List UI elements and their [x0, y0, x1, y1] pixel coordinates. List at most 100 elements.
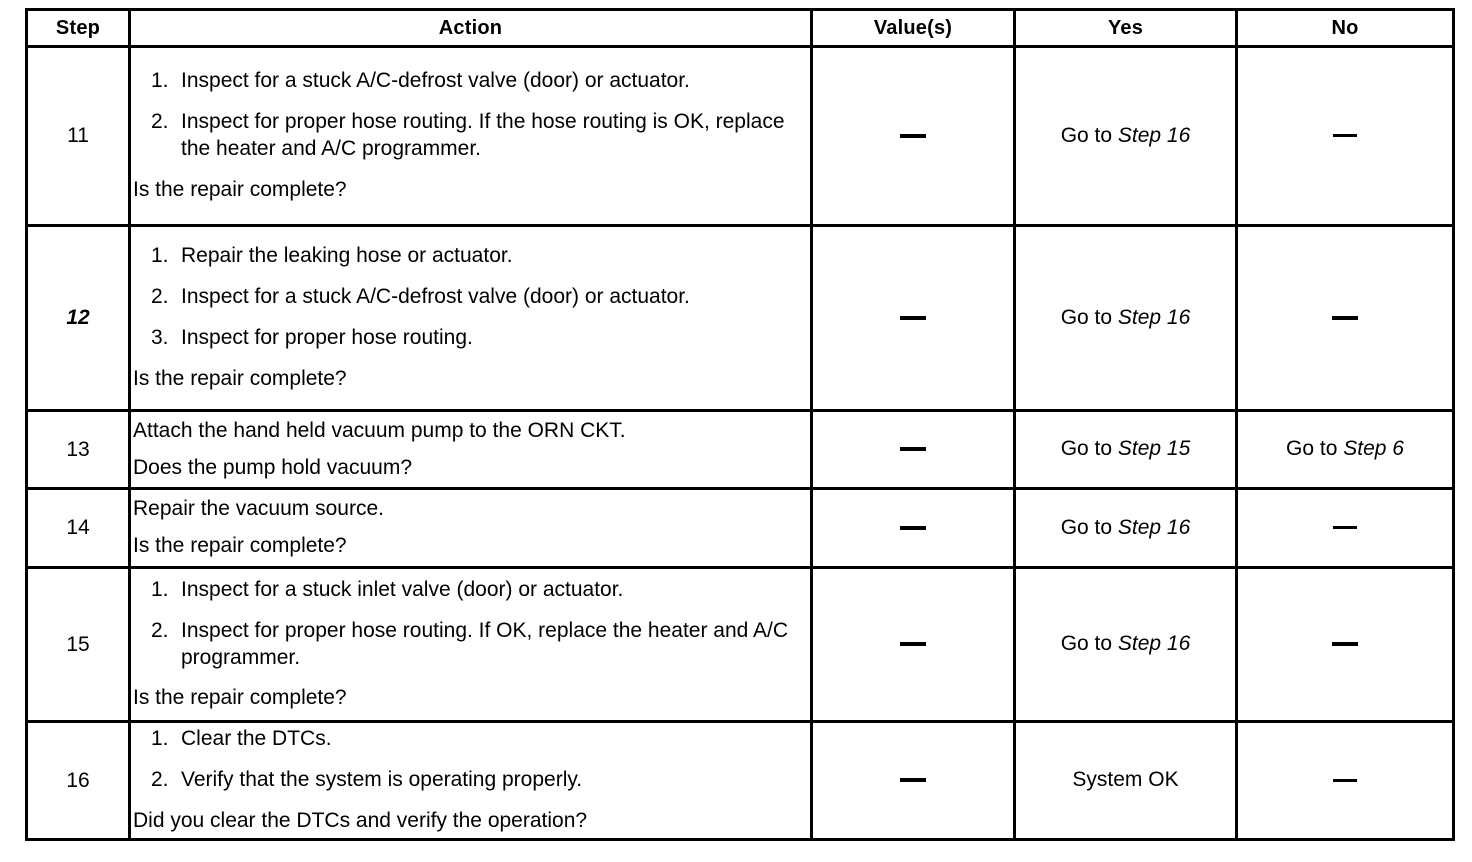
em-dash-icon — [900, 133, 926, 138]
action-step-list: 1. Clear the DTCs. 2.Verify that the syste… — [131, 726, 810, 794]
no-cell — [1235, 720, 1455, 841]
step-number: 12 — [66, 306, 90, 330]
value-cell — [810, 720, 1016, 841]
yes-goto-prefix: Go to — [1060, 437, 1118, 461]
action-cell: 1.Inspect for a stuck A/C-defrost valve … — [128, 45, 813, 227]
action-step-number: 2. — [151, 618, 169, 642]
action-step-number: 1. — [151, 244, 169, 268]
yes-goto-prefix: Go to — [1060, 305, 1118, 329]
table-row: 12 1. Repair the leaking hose or actuator.… — [25, 224, 1455, 412]
table-row: 14 Repair the vacuum source. Is the repair… — [25, 487, 1455, 569]
action-question: Is the repair complete? — [133, 366, 347, 390]
value-cell — [810, 566, 1016, 723]
value-cell — [810, 45, 1016, 227]
action-step-text: Inspect for proper hose routing. If the … — [181, 110, 785, 160]
em-dash-icon — [1332, 315, 1358, 320]
action-question: Is the repair complete? — [133, 177, 347, 201]
step-number-cell: 14 — [25, 487, 131, 569]
column-header-yes: Yes — [1013, 8, 1238, 48]
table-header: Step Action Value(s) Yes No — [25, 8, 1455, 48]
action-step-number: 2. — [151, 768, 169, 792]
yes-goto-target[interactable]: Step 16 — [1117, 305, 1191, 329]
step-number: 16 — [66, 768, 90, 792]
step-number-cell: 16 — [25, 720, 131, 841]
yes-goto-target[interactable]: Step 16 — [1117, 123, 1191, 147]
column-header-value: Value(s) — [810, 8, 1016, 48]
action-step-number: 1. — [151, 727, 169, 751]
action-line: Is the repair complete? — [133, 534, 347, 557]
action-question: Did you clear the DTCs and verify the op… — [133, 808, 588, 832]
action-cell: Attach the hand held vacuum pump to the … — [128, 409, 813, 490]
action-step-text: Inspect for a stuck inlet valve (door) o… — [181, 577, 624, 601]
no-cell: Go to Step 6 — [1235, 409, 1455, 490]
no-goto-target[interactable]: Step 6 — [1343, 437, 1404, 461]
action-step-text: Repair the leaking hose or actuator. — [181, 244, 513, 268]
table-row: 11 1.Inspect for a stuck A/C-defrost valv… — [25, 45, 1455, 227]
em-dash-icon — [900, 447, 926, 452]
yes-goto-target[interactable]: Step 15 — [1117, 437, 1191, 461]
no-goto-prefix: Go to — [1286, 437, 1344, 461]
yes-cell: Go to Step 16 — [1013, 45, 1238, 227]
yes-cell: Go to Step 16 — [1013, 487, 1238, 569]
em-dash-icon — [1332, 642, 1358, 647]
action-step-list: 1.Inspect for a stuck A/C-defrost valve … — [131, 68, 810, 163]
action-line: Does the pump hold vacuum? — [133, 455, 412, 479]
step-number-cell: 12 — [25, 224, 131, 412]
action-step-item: 2.Verify that the system is operating pr… — [131, 767, 810, 794]
em-dash-icon — [900, 525, 926, 530]
no-cell — [1235, 224, 1455, 412]
no-cell — [1235, 566, 1455, 723]
column-header-no: No — [1235, 8, 1455, 48]
step-number-cell: 13 — [25, 409, 131, 490]
yes-cell: Go to Step 16 — [1013, 566, 1238, 723]
yes-goto-prefix: Go to — [1060, 123, 1118, 147]
step-number-cell: 11 — [25, 45, 131, 227]
em-dash-icon — [1333, 778, 1357, 782]
yes-result-text: System OK — [1072, 768, 1179, 792]
em-dash-icon — [1333, 134, 1357, 138]
action-step-item: 1. Clear the DTCs. — [131, 726, 810, 753]
action-cell: 1. Repair the leaking hose or actuator. 2.… — [128, 224, 813, 412]
column-header-step: Step — [25, 8, 131, 48]
table-row: 16 1. Clear the DTCs. 2.Verify that the sys… — [25, 720, 1455, 841]
yes-goto-target[interactable]: Step 16 — [1117, 515, 1191, 539]
action-step-item: 3. Inspect for proper hose routing. — [131, 325, 810, 352]
action-step-list: 1. Repair the leaking hose or actuator. 2.… — [131, 243, 810, 352]
action-step-list: 1. Inspect for a stuck inlet valve (door)… — [131, 577, 810, 672]
step-number: 14 — [66, 516, 90, 540]
action-step-item: 1. Repair the leaking hose or actuator. — [131, 243, 810, 270]
action-step-text: Inspect for a stuck A/C-defrost valve (d… — [181, 285, 690, 309]
em-dash-icon — [900, 642, 926, 647]
em-dash-icon — [900, 315, 926, 320]
action-cell: 1. Inspect for a stuck inlet valve (door)… — [128, 566, 813, 723]
step-number: 15 — [66, 632, 90, 656]
step-number: 11 — [67, 124, 89, 148]
action-step-item: 1.Inspect for a stuck A/C-defrost valve … — [131, 68, 810, 95]
action-line: Repair the vacuum source. — [133, 497, 384, 521]
action-line: Attach the hand held vacuum pump to the … — [133, 418, 626, 442]
yes-cell: Go to Step 15 — [1013, 409, 1238, 490]
header-row: Step Action Value(s) Yes No — [25, 8, 1455, 48]
yes-cell: System OK — [1013, 720, 1238, 841]
action-step-item: 2.Inspect for proper hose routing. If OK… — [131, 618, 810, 672]
action-step-text: Clear the DTCs. — [181, 727, 332, 751]
yes-goto-target[interactable]: Step 16 — [1117, 632, 1191, 656]
action-step-number: 1. — [151, 577, 169, 601]
action-step-number: 2. — [151, 110, 169, 134]
action-step-number: 1. — [151, 69, 169, 93]
yes-cell: Go to Step 16 — [1013, 224, 1238, 412]
action-step-number: 2. — [151, 285, 169, 309]
action-step-item: 2. Inspect for proper hose routing. If th… — [131, 109, 810, 163]
action-step-item: 1. Inspect for a stuck inlet valve (door)… — [131, 577, 810, 604]
no-cell — [1235, 487, 1455, 569]
action-cell: 1. Clear the DTCs. 2.Verify that the syste… — [128, 720, 813, 841]
value-cell — [810, 409, 1016, 490]
action-cell: Repair the vacuum source. Is the repair c… — [128, 487, 813, 569]
action-step-text: Inspect for proper hose routing. — [181, 326, 473, 349]
em-dash-icon — [900, 778, 926, 783]
action-question: Is the repair complete? — [133, 686, 347, 710]
action-step-number: 3. — [151, 326, 169, 349]
